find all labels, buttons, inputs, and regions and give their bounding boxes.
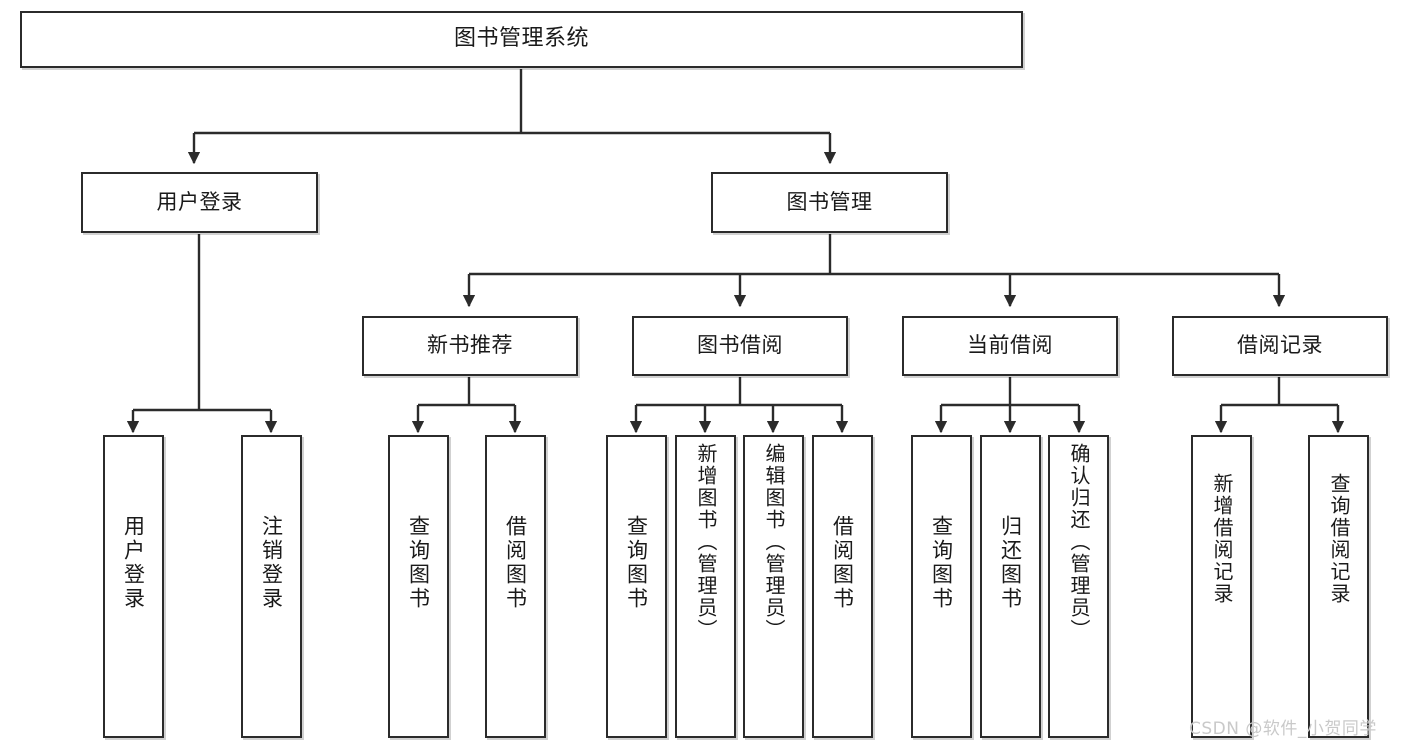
node-leaf-edit-book-admin-label: 编辑图书（管理员） (762, 443, 786, 641)
node-leaf-query-book-3[interactable]: 查询图书 (911, 435, 972, 738)
node-book-borrow-label: 图书借阅 (697, 333, 783, 358)
node-leaf-return-book-label: 归还图书 (998, 515, 1023, 611)
node-borrow-record[interactable]: 借阅记录 (1172, 316, 1388, 376)
node-book-management[interactable]: 图书管理 (711, 172, 948, 233)
csdn-watermark: CSDN @软件_小贺同学 (1189, 719, 1377, 739)
node-current-borrow-label: 当前借阅 (967, 333, 1053, 358)
node-leaf-user-login[interactable]: 用户登录 (103, 435, 164, 738)
node-leaf-logout-label: 注销登录 (259, 515, 284, 611)
node-leaf-logout[interactable]: 注销登录 (241, 435, 302, 738)
node-leaf-query-book-1-label: 查询图书 (406, 515, 431, 611)
node-new-book-recommend-label: 新书推荐 (427, 333, 513, 358)
node-current-borrow[interactable]: 当前借阅 (902, 316, 1118, 376)
node-leaf-return-book[interactable]: 归还图书 (980, 435, 1041, 738)
node-book-management-label: 图书管理 (786, 189, 873, 214)
node-leaf-query-book-3-label: 查询图书 (929, 515, 954, 611)
node-new-book-recommend[interactable]: 新书推荐 (362, 316, 578, 376)
node-borrow-record-label: 借阅记录 (1237, 333, 1323, 358)
node-leaf-add-book-admin-label: 新增图书（管理员） (694, 443, 718, 641)
node-leaf-query-book-2[interactable]: 查询图书 (606, 435, 667, 738)
node-leaf-add-borrow-record[interactable]: 新增借阅记录 (1191, 435, 1252, 738)
node-user-login-label: 用户登录 (156, 189, 243, 214)
node-leaf-confirm-return-admin-label: 确认归还（管理员） (1067, 443, 1091, 641)
node-user-login[interactable]: 用户登录 (81, 172, 318, 233)
node-root[interactable]: 图书管理系统 (20, 11, 1023, 68)
node-leaf-user-login-label: 用户登录 (121, 515, 146, 611)
node-leaf-query-book-2-label: 查询图书 (624, 515, 649, 611)
node-leaf-borrow-book-2-label: 借阅图书 (830, 515, 855, 611)
node-leaf-edit-book-admin[interactable]: 编辑图书（管理员） (743, 435, 804, 738)
node-leaf-query-borrow-record-label: 查询借阅记录 (1327, 473, 1351, 605)
node-leaf-borrow-book-1[interactable]: 借阅图书 (485, 435, 546, 738)
node-leaf-query-book-1[interactable]: 查询图书 (388, 435, 449, 738)
node-leaf-add-book-admin[interactable]: 新增图书（管理员） (675, 435, 736, 738)
node-book-borrow[interactable]: 图书借阅 (632, 316, 848, 376)
node-leaf-confirm-return-admin[interactable]: 确认归还（管理员） (1048, 435, 1109, 738)
node-leaf-add-borrow-record-label: 新增借阅记录 (1210, 473, 1234, 605)
node-leaf-borrow-book-1-label: 借阅图书 (503, 515, 528, 611)
node-leaf-query-borrow-record[interactable]: 查询借阅记录 (1308, 435, 1369, 738)
node-root-label: 图书管理系统 (453, 26, 589, 52)
node-leaf-borrow-book-2[interactable]: 借阅图书 (812, 435, 873, 738)
